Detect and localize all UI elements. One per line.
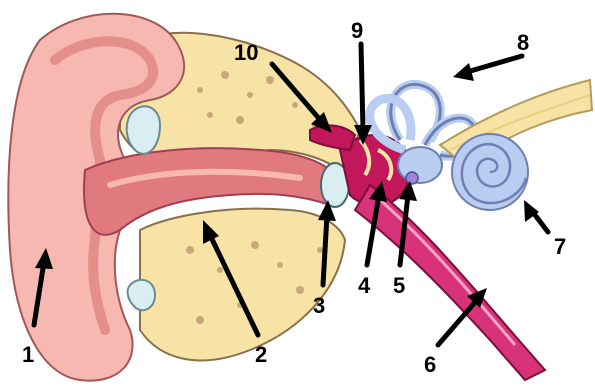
cochlea [452, 134, 528, 210]
label-2: 2 [255, 342, 267, 367]
eustachian-tube [355, 185, 545, 380]
vestibule [398, 147, 442, 184]
label-4: 4 [358, 273, 371, 298]
label-3: 3 [313, 293, 325, 318]
label-5: 5 [393, 273, 405, 298]
label-8: 8 [517, 30, 529, 55]
label-1: 1 [22, 342, 34, 367]
label-10: 10 [234, 40, 258, 65]
label-7: 7 [554, 234, 566, 259]
label-6: 6 [424, 352, 436, 377]
label-9: 9 [351, 18, 363, 43]
